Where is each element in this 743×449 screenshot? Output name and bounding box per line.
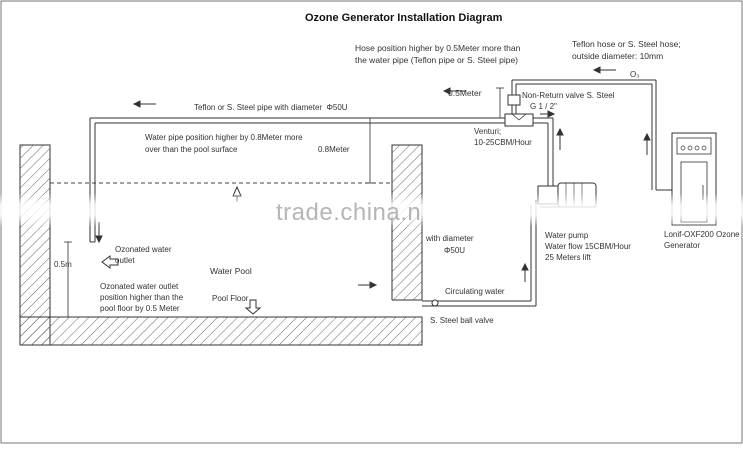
point-eight-label: 0.8Meter [318, 145, 350, 154]
diagram-title: Ozone Generator Installation Diagram [305, 12, 503, 24]
generator-model: Lonif-OXF200 Ozone [664, 230, 740, 239]
generator-panel [676, 137, 712, 155]
ozonated-outlet-line1: Ozonated water [115, 245, 172, 254]
check-valve [507, 94, 521, 106]
arrow-up-riser [556, 127, 564, 150]
hose-note-line2: the water pipe (Teflon pipe or S. Steel … [355, 55, 519, 65]
outlet-position-line3: pool floor by 0.5 Meter [100, 304, 180, 313]
arrow-right-return [358, 281, 378, 289]
phi50-label: Φ50U [444, 246, 466, 255]
arrow-left-hose [442, 87, 466, 95]
ball-valve [431, 299, 439, 307]
pool-floor-label: Pool Floor [212, 294, 249, 303]
water-pump-lift: 25 Meters lift [545, 253, 591, 262]
teflon-hose-line1: Teflon hose or S. Steel hose; [572, 39, 681, 49]
teflon-hose-line2: outside diameter: 10mm [572, 51, 664, 61]
g-half-label: G 1 / 2" [530, 102, 557, 111]
arrow-up-generator [643, 132, 651, 155]
pump-riser-pipe [547, 118, 554, 190]
outlet-position-line2: position higher than the [100, 293, 184, 302]
water-pump-flow: Water flow 15CBM/Hour [545, 242, 631, 251]
arrow-left-top-pipe [132, 100, 156, 108]
flow-arrows [95, 66, 651, 289]
with-diameter-label: with diameter [426, 234, 474, 243]
hose-note-line1: Hose position higher by 0.5Meter more th… [355, 43, 521, 53]
water-pipe-note-line2: over than the pool surface [145, 145, 238, 154]
outlet-position-line1: Ozonated water outlet [100, 282, 179, 291]
arrow-left-o3 [592, 66, 616, 74]
ball-valve-label: S. Steel ball valve [430, 316, 494, 325]
watermark-band [0, 193, 743, 227]
venturi-capacity: 10-25CBM/Hour [474, 138, 532, 147]
ozone-hose [511, 79, 657, 190]
dimension-lines [64, 87, 504, 317]
top-pipe [90, 117, 553, 124]
water-pipe-note-line1: Water pipe position higher by 0.8Meter m… [145, 133, 303, 142]
left-wall [19, 144, 51, 346]
hollow-arrow-left-outlet [101, 255, 119, 269]
circulating-water-label: Circulating water [445, 287, 505, 296]
venturi-label: Venturi; [474, 127, 502, 136]
arrow-right-venturi [540, 110, 556, 118]
o3-label: O₃ [630, 70, 640, 79]
teflon-pipe-label: Teflon or S. Steel pipe with diameter Φ5… [194, 103, 348, 112]
water-pool-label: Water Pool [210, 266, 252, 276]
non-return-label: Non-Return valve S. Steel [522, 91, 615, 100]
pool-walls [19, 144, 423, 346]
venturi [504, 113, 534, 127]
half-meter-label: 0.5Meter [448, 88, 482, 98]
hollow-arrow-down-floor [244, 299, 262, 315]
generator-label: Generator [664, 241, 701, 250]
half-m-label: 0.5m [54, 260, 72, 269]
watermark-text: trade.china.n [276, 199, 422, 226]
ozonated-outlet-line2: outlet [115, 256, 135, 265]
arrow-up-pump [521, 262, 529, 282]
pool-floor-slab [19, 316, 423, 346]
water-pump-label: Water pump [545, 231, 589, 240]
